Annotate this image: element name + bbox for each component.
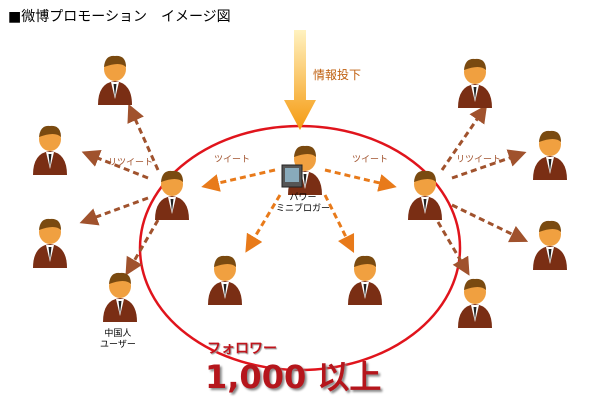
user-icon bbox=[103, 272, 137, 322]
info-drop-arrow bbox=[284, 30, 316, 130]
retweet-label-left: リツイート bbox=[108, 158, 154, 168]
follower-count: 1,000 以上 bbox=[205, 358, 382, 396]
user-icon bbox=[458, 278, 492, 328]
user-icon bbox=[458, 58, 492, 108]
info-drop-label: 情報投下 bbox=[313, 68, 362, 82]
tweet-label-right: ツイート bbox=[352, 155, 389, 165]
retweet-arrows bbox=[79, 103, 529, 276]
follower-label: フォロワー bbox=[207, 341, 277, 357]
tweet-arrows bbox=[201, 168, 397, 254]
page-title: ■微博プロモーション イメージ図 bbox=[8, 9, 231, 25]
label-line: 中国人 bbox=[104, 329, 132, 339]
retweet-label-right: リツイート bbox=[456, 155, 502, 165]
power-blogger-label: パワーミニブロガー bbox=[276, 193, 330, 215]
tweet-label-left: ツイート bbox=[214, 155, 251, 165]
user-icon bbox=[208, 255, 242, 305]
user-icon bbox=[98, 55, 132, 105]
user-icon bbox=[33, 125, 67, 175]
user-icon bbox=[533, 130, 567, 180]
chinese-user-label: 中国人ユーザー bbox=[100, 329, 136, 351]
power-blogger-icon bbox=[281, 145, 322, 195]
user-icon bbox=[408, 170, 442, 220]
label-line: ユーザー bbox=[100, 340, 136, 350]
user-icon bbox=[155, 170, 189, 220]
user-icon bbox=[33, 218, 67, 268]
label-line: ミニブロガー bbox=[276, 204, 331, 214]
user-icon bbox=[348, 255, 382, 305]
user-icon bbox=[533, 220, 567, 270]
label-line: パワー bbox=[289, 193, 317, 203]
